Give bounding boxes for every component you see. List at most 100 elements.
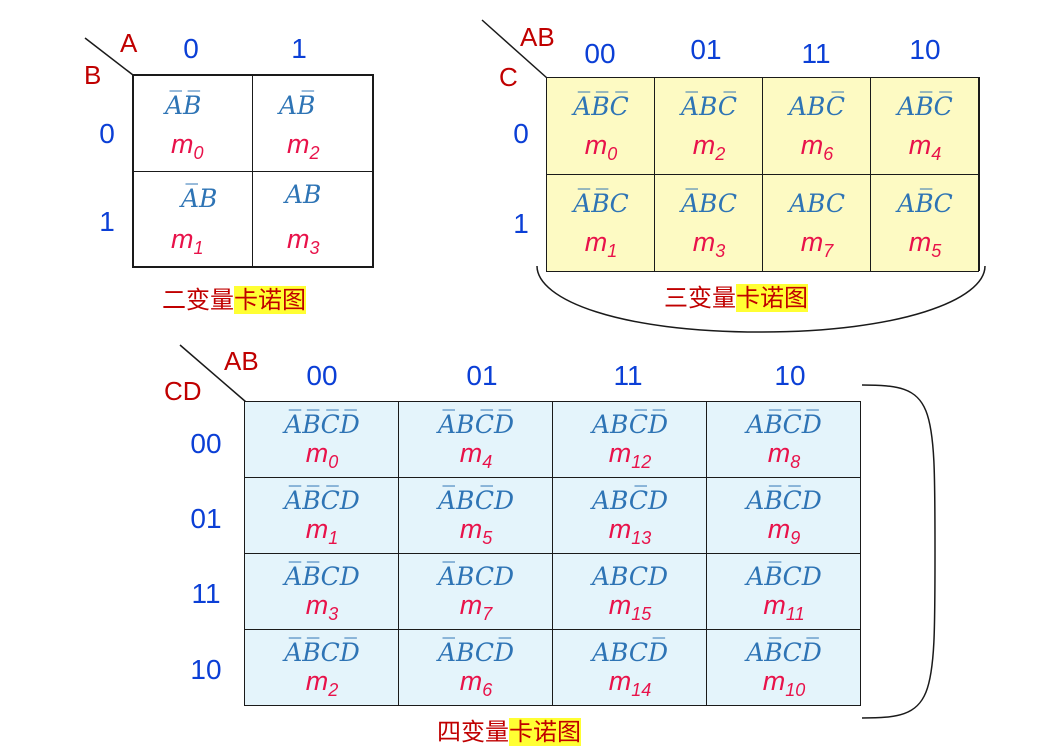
cell-expression: A̅BC̅D — [437, 486, 515, 515]
cell-expression: AB̅C — [897, 189, 953, 218]
three-var-cell: A̅BC m3 — [654, 174, 763, 272]
four-var-row-header: 01 — [190, 503, 222, 534]
cell-expression: A̅B̅C̅D — [284, 486, 360, 515]
cell-expression: AB̅CD̅ — [746, 638, 822, 667]
cell-minterm: m3 — [692, 227, 726, 261]
three-var-cell: AB̅C m5 — [870, 174, 979, 272]
cell-minterm: m5 — [908, 227, 942, 261]
three-var-cell: ABC m7 — [762, 174, 871, 272]
three-var-cell: A̅B̅C̅ m0 — [546, 77, 655, 175]
two-var-row-header: 0 — [99, 118, 115, 149]
three-var-row-header: 1 — [513, 208, 529, 239]
cell-expression: A̅B̅CD — [284, 562, 360, 591]
two-var-diagonal — [84, 37, 134, 76]
cell-expression: ABC̅D — [591, 486, 669, 515]
cell-minterm: m1 — [171, 224, 204, 258]
cell-expression: A̅B̅C — [573, 189, 629, 218]
cell-expression: A̅BCD — [437, 562, 515, 591]
three-var-col-header: 11 — [801, 38, 831, 69]
four-var-cell: A̅B̅CD̅m2 — [244, 629, 399, 706]
cell-expression: A̅B̅C̅D̅ — [284, 410, 360, 439]
cell-minterm: m8 — [767, 438, 801, 472]
four-var-cell: ABC̅D̅m12 — [552, 401, 707, 478]
four-var-cell: A̅BC̅D̅m4 — [398, 401, 553, 478]
two-var-cell: AB̅ m2 — [252, 74, 374, 172]
cell-expression: ABC — [788, 189, 846, 218]
cell-minterm: m2 — [692, 130, 726, 164]
four-var-label-left: CD — [164, 376, 202, 406]
four-var-row-header: 10 — [190, 654, 222, 685]
cell-expression: A̅BC̅ — [680, 92, 738, 121]
three-var-cell: A̅B̅C m1 — [546, 174, 655, 272]
four-var-diagonal — [179, 344, 247, 403]
two-var-cell: A̅B m1 — [132, 171, 253, 268]
cell-minterm: m0 — [584, 130, 618, 164]
four-var-cell: A̅BCD̅m6 — [398, 629, 553, 706]
three-var-cell: ABC̅ m6 — [762, 77, 871, 175]
three-var-brace — [536, 265, 986, 333]
cell-minterm: m14 — [608, 666, 652, 700]
cell-minterm: m0 — [305, 438, 339, 472]
cell-expression: ABCD̅ — [591, 638, 669, 667]
four-var-col-header: 10 — [774, 360, 806, 391]
two-var-label-left: B — [84, 60, 102, 90]
cell-expression: A̅B̅ — [165, 91, 202, 120]
four-var-col-header: 01 — [466, 360, 498, 391]
cell-minterm: m1 — [584, 227, 618, 261]
cell-expression: ABCD — [591, 562, 669, 591]
three-var-caption: 三变量卡诺图 — [664, 284, 808, 312]
cell-minterm: m6 — [459, 666, 493, 700]
three-var-col-header: 00 — [584, 38, 616, 69]
three-var-cell: A̅BC̅ m2 — [654, 77, 763, 175]
cell-minterm: m11 — [763, 590, 805, 624]
cell-minterm: m2 — [305, 666, 339, 700]
four-var-col-header: 00 — [306, 360, 338, 391]
cell-minterm: m5 — [459, 514, 493, 548]
cell-expression: A̅B̅C̅ — [573, 92, 629, 121]
cell-minterm: m12 — [608, 438, 652, 472]
three-var-row-header: 0 — [513, 118, 529, 149]
cell-minterm: m0 — [171, 129, 204, 163]
four-var-brace — [861, 384, 936, 719]
cell-expression: AB̅CD — [746, 562, 822, 591]
four-var-col-header: 11 — [613, 360, 643, 391]
cell-minterm: m1 — [305, 514, 339, 548]
two-var-col-header: 1 — [291, 33, 307, 64]
three-var-diagonal — [481, 19, 548, 79]
two-var-col-header: 0 — [183, 33, 199, 64]
cell-minterm: m7 — [800, 227, 834, 261]
cell-expression: AB̅ — [279, 91, 316, 120]
cell-minterm: m9 — [767, 514, 801, 548]
three-var-col-header: 01 — [690, 34, 722, 65]
four-var-cell: A̅B̅C̅D̅m0 — [244, 401, 399, 478]
two-var-caption: 二变量卡诺图 — [162, 286, 306, 314]
two-var-cell: A̅B̅ m0 — [132, 74, 253, 172]
cell-minterm: m7 — [459, 590, 493, 624]
cell-minterm: m10 — [762, 666, 806, 700]
cell-expression: AB̅C̅ — [897, 92, 953, 121]
cell-expression: ABC̅D̅ — [591, 410, 669, 439]
three-var-label-left: C — [499, 62, 518, 92]
cell-expression: A̅B̅CD̅ — [284, 638, 360, 667]
cell-minterm: m3 — [305, 590, 339, 624]
three-var-cell: AB̅C̅m4 — [870, 77, 979, 175]
four-var-label-top: AB — [224, 346, 259, 376]
cell-minterm: m4 — [459, 438, 493, 472]
cell-minterm: m6 — [800, 130, 834, 164]
cell-expression: A̅BC — [680, 189, 738, 218]
cell-expression: ABC̅ — [788, 92, 846, 121]
cell-expression: AB̅C̅D — [746, 486, 822, 515]
cell-expression: A̅B — [181, 184, 218, 213]
three-var-col-header: 10 — [909, 34, 941, 65]
two-var-row-header: 1 — [99, 206, 115, 237]
cell-expression: AB̅C̅D̅ — [746, 410, 822, 439]
four-var-row-header: 11 — [191, 578, 221, 609]
